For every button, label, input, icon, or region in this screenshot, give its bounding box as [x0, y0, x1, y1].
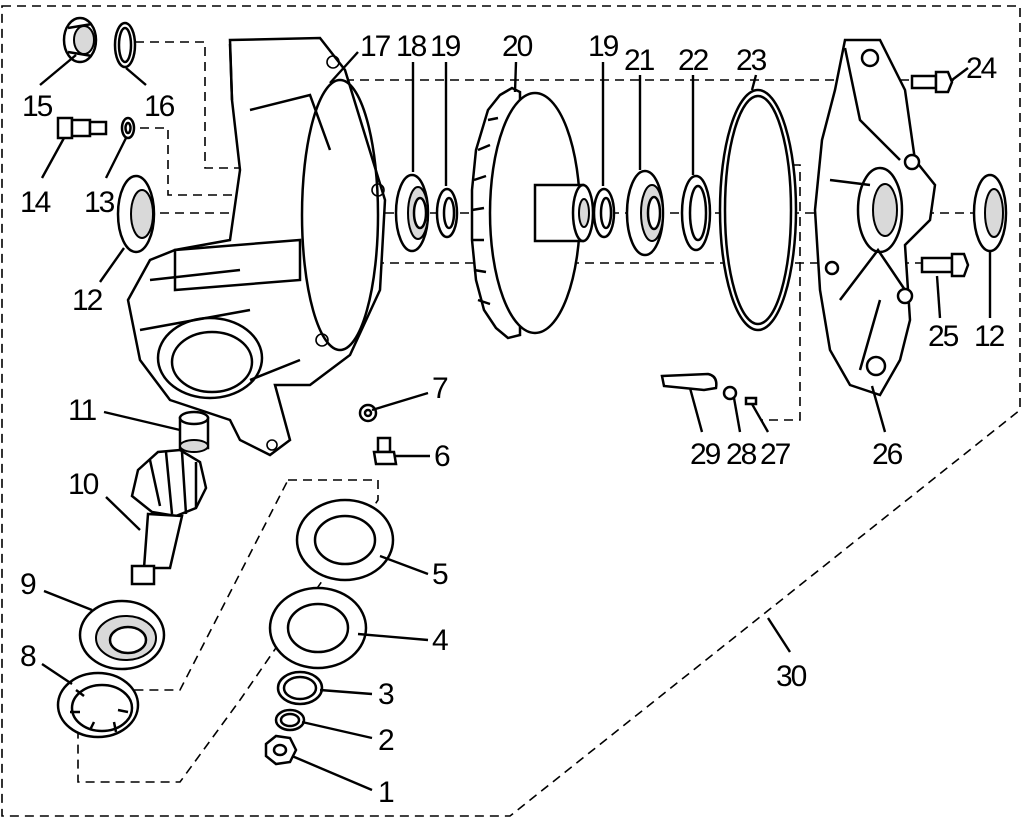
part-27-screw [744, 396, 758, 406]
part-13-washer [120, 116, 136, 140]
part-10-pinion [130, 448, 208, 586]
callout-17: 17 [360, 30, 391, 63]
callout-19-a: 19 [430, 30, 461, 63]
callout-7: 7 [432, 372, 448, 405]
callout-15: 15 [22, 90, 53, 123]
callout-30: 30 [776, 660, 807, 693]
part-26-cover [813, 38, 937, 397]
part-3-oring [276, 670, 324, 706]
part-20-ring-gear [470, 86, 595, 340]
callout-26: 26 [872, 438, 903, 471]
callout-1: 1 [378, 776, 394, 809]
leader-lines [39, 51, 992, 792]
callout-29: 29 [690, 438, 721, 471]
callout-5: 5 [432, 558, 448, 591]
callout-16: 16 [144, 90, 175, 123]
callout-9: 9 [20, 568, 36, 601]
part-29-hose [660, 372, 718, 392]
callout-labels: 1 2 3 4 5 6 7 8 9 10 11 12 12 13 14 15 1… [20, 30, 1007, 809]
part-28-clip [722, 385, 738, 401]
part-4-washer [268, 586, 368, 670]
callout-11: 11 [68, 394, 96, 427]
callout-21: 21 [624, 44, 655, 77]
part-16-oring [113, 21, 137, 69]
callout-8: 8 [20, 640, 36, 673]
part-25-bolt [920, 252, 970, 278]
callout-13: 13 [84, 186, 115, 219]
callout-22: 22 [678, 44, 709, 77]
part-22-shim [680, 174, 712, 252]
callout-25: 25 [928, 320, 959, 353]
part-18-bearing [394, 173, 430, 253]
part-23-large-oring [718, 88, 798, 332]
callout-27: 27 [760, 438, 791, 471]
part-9-bearing [78, 599, 166, 671]
part-11-bushing [178, 410, 210, 453]
part-6-plug [372, 436, 398, 466]
callout-3: 3 [378, 678, 394, 711]
callout-14: 14 [20, 186, 51, 219]
subassembly-boundary [77, 479, 379, 783]
callout-23: 23 [736, 44, 767, 77]
callout-20: 20 [502, 30, 533, 63]
part-12-seal-left [116, 174, 156, 254]
callout-2: 2 [378, 724, 394, 757]
callout-24: 24 [966, 52, 997, 85]
callout-10: 10 [68, 468, 99, 501]
part-17-housing [126, 36, 387, 457]
callout-4: 4 [432, 624, 448, 657]
assembly-boundary-30 [1, 5, 1021, 817]
part-21-bearing [625, 169, 665, 257]
part-19-ring-b [592, 187, 616, 239]
part-24-bolt [910, 70, 954, 94]
part-15-cap [62, 16, 98, 64]
callout-18: 18 [396, 30, 427, 63]
callout-12-right: 12 [974, 320, 1005, 353]
part-8-lockring [56, 671, 140, 739]
part-7-washer [358, 403, 378, 423]
callout-6: 6 [434, 440, 450, 473]
callout-28: 28 [726, 438, 757, 471]
part-14-fitting [56, 116, 108, 140]
part-2-oring [274, 708, 306, 732]
callout-19-b: 19 [588, 30, 619, 63]
part-19-ring-a [435, 187, 459, 239]
part-1-nut [264, 734, 298, 766]
part-12-seal-right [972, 173, 1008, 253]
part-5-washer [295, 498, 395, 582]
callout-12-left: 12 [72, 284, 103, 317]
